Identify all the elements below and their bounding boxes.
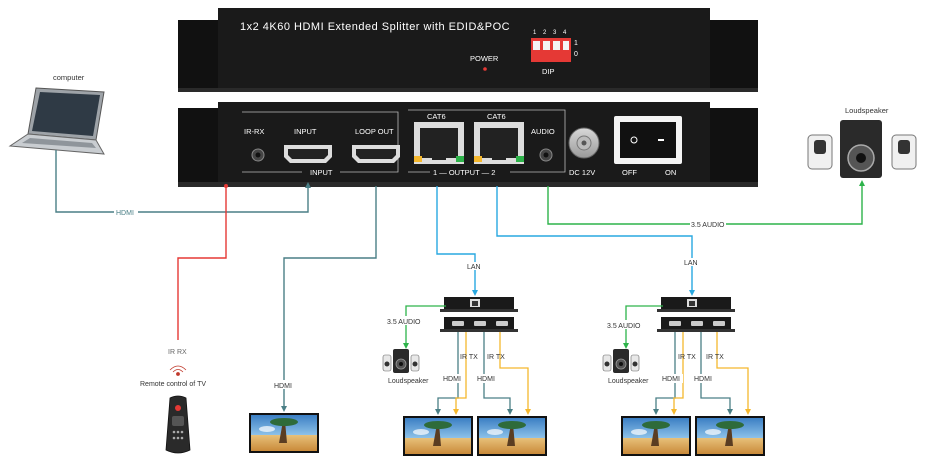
hdmi-input-port[interactable] (284, 145, 332, 163)
dip-numbers: 1 2 3 4 (533, 30, 567, 36)
output-group-label: 1 — OUTPUT — 2 (433, 168, 495, 177)
device-top-unit: 1x2 4K60 HDMI Extended Splitter with EDI… (178, 8, 758, 92)
ir-rx-port-label: IR-RX (244, 127, 264, 136)
receiver-1-loudspeaker-label: Loudspeaker (388, 378, 429, 385)
receiver-1-tv-a (403, 416, 473, 456)
tv-loop-out (249, 413, 319, 453)
dip-switch[interactable] (531, 38, 571, 62)
audio-35-label: 3.5 AUDIO (691, 222, 725, 229)
lan-2-label: LAN (684, 260, 698, 267)
ir-rx-jack[interactable] (251, 148, 265, 162)
off-label: OFF (622, 168, 637, 177)
power-rocker-switch[interactable] (614, 116, 682, 164)
hdmi-loop-label: HDMI (274, 383, 292, 390)
receiver-1-ir-tx-b: IR TX (487, 354, 505, 361)
lan-1-label: LAN (467, 264, 481, 271)
laptop-icon (8, 87, 105, 155)
receiver-1-tv-b (477, 416, 547, 456)
receiver-1-hdmi-b: HDMI (477, 376, 495, 383)
receiver-2-tv-a (621, 416, 691, 456)
input-port-label: INPUT (294, 127, 317, 136)
loudspeaker-main-icon (807, 120, 917, 178)
cat6-port-2[interactable] (474, 122, 524, 164)
svg-text:4: 4 (563, 30, 567, 36)
lan-cable-1 (436, 186, 478, 296)
computer-label: computer (53, 73, 85, 82)
receiver-2-ir-tx-b: IR TX (706, 354, 724, 361)
cat6-port-1[interactable] (414, 122, 464, 164)
receiver-1-device (440, 297, 518, 332)
loudspeaker-main-label: Loudspeaker (845, 106, 889, 115)
dc-label: DC 12V (569, 168, 595, 177)
receiver-1-audio-label: 3.5 AUDIO (387, 319, 421, 326)
cat6-2-label: CAT6 (487, 112, 506, 121)
receiver-2-device (657, 297, 735, 332)
receiver-2-hdmi-b: HDMI (694, 376, 712, 383)
on-label: ON (665, 168, 676, 177)
cat6-1-label: CAT6 (427, 112, 446, 121)
ir-rx-cable (177, 184, 228, 340)
svg-text:2: 2 (543, 30, 547, 36)
svg-text:3: 3 (553, 30, 557, 36)
receiver-1-cables (403, 305, 531, 415)
receiver-1-ir-tx-a: IR TX (460, 354, 478, 361)
input-group-label: INPUT (310, 168, 333, 177)
receiver-2-hdmi-a: HDMI (662, 376, 680, 383)
lan-cable-2 (496, 186, 695, 296)
receiver-1-loudspeaker-icon (382, 348, 420, 374)
dc-power-jack[interactable] (568, 127, 600, 159)
dip-on-label: 1 (574, 40, 578, 47)
device-rear-panel: INPUT IR-RX INPUT LOOP OUT 1 — OUTPUT — … (178, 102, 758, 187)
hdmi-loop-out-port[interactable] (352, 145, 400, 163)
receiver-2-tv-b (695, 416, 765, 456)
hdmi-cable-computer (55, 150, 311, 213)
svg-text:1: 1 (533, 30, 537, 36)
remote-control-icon (165, 395, 191, 454)
device-title: 1x2 4K60 HDMI Extended Splitter with EDI… (240, 21, 510, 33)
receiver-2-audio-label: 3.5 AUDIO (607, 323, 641, 330)
audio-port-label: AUDIO (531, 127, 555, 136)
power-led (483, 67, 487, 71)
receiver-2-loudspeaker-icon (602, 348, 640, 374)
receiver-2-loudspeaker-label: Loudspeaker (608, 378, 649, 385)
receiver-1-hdmi-a: HDMI (443, 376, 461, 383)
ir-receiver-icon (169, 365, 187, 376)
dip-label: DIP (542, 67, 555, 76)
loop-out-port-label: LOOP OUT (355, 127, 394, 136)
power-label: POWER (470, 54, 499, 63)
remote-label: Remote control of TV (140, 381, 206, 388)
dip-off-label: 0 (574, 51, 578, 58)
receiver-2-ir-tx-a: IR TX (678, 354, 696, 361)
hdmi-computer-label: HDMI (116, 210, 134, 217)
audio-jack[interactable] (539, 148, 553, 162)
ir-rx-label: IR RX (168, 349, 187, 356)
hdmi-cable-loop-out (281, 186, 377, 412)
receiver-2-cables (623, 305, 751, 415)
